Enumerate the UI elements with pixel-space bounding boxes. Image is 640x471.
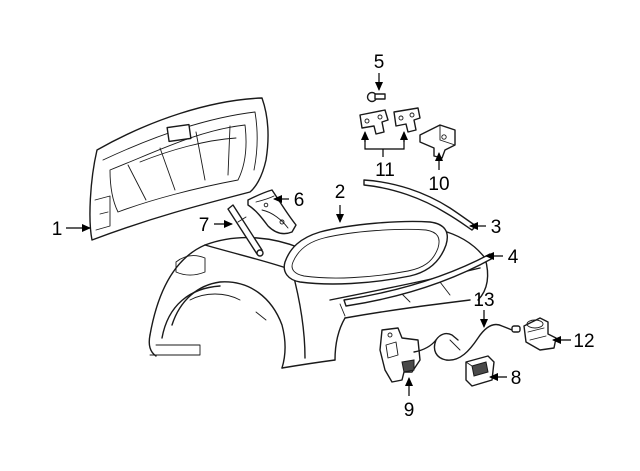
svg-text:5: 5	[374, 52, 385, 73]
svg-text:13: 13	[473, 290, 494, 311]
lift-strut-part[interactable]	[227, 204, 264, 257]
svg-text:4: 4	[508, 247, 519, 268]
callout-3: 3	[469, 217, 502, 238]
callout-7: 7	[199, 215, 233, 236]
callout-4: 4	[485, 247, 519, 268]
callout-8: 8	[489, 368, 522, 389]
callout-1: 1	[52, 219, 91, 240]
upper-molding-part[interactable]	[363, 179, 477, 231]
svg-text:3: 3	[491, 217, 502, 238]
callout-12: 12	[552, 331, 595, 352]
callout-13: 13	[473, 290, 495, 328]
callout-2: 2	[335, 182, 346, 223]
svg-text:1: 1	[52, 219, 63, 240]
svg-text:11: 11	[375, 160, 395, 181]
hinge-part[interactable]	[247, 189, 297, 235]
callout-9: 9	[404, 377, 415, 421]
svg-text:10: 10	[428, 174, 449, 195]
svg-text:12: 12	[573, 331, 594, 352]
callout-11: 11	[361, 131, 408, 181]
mount-part[interactable]	[523, 317, 557, 351]
svg-text:7: 7	[199, 215, 210, 236]
hinge-bracket-part[interactable]	[359, 107, 421, 135]
actuator-part[interactable]	[465, 355, 495, 387]
svg-text:2: 2	[335, 182, 346, 203]
weatherstrip-part[interactable]	[283, 220, 448, 285]
callout-6: 6	[273, 190, 305, 211]
svg-text:9: 9	[404, 400, 415, 421]
callout-5: 5	[374, 52, 385, 91]
striker-bracket-part[interactable]	[419, 124, 456, 159]
bolt-part[interactable]	[366, 91, 386, 103]
latch-part[interactable]	[379, 327, 421, 383]
svg-text:8: 8	[511, 368, 522, 389]
release-cable-part[interactable]	[413, 323, 521, 361]
callout-10: 10	[428, 152, 450, 195]
deck-lid-part[interactable]	[89, 97, 269, 241]
svg-text:6: 6	[294, 190, 305, 211]
